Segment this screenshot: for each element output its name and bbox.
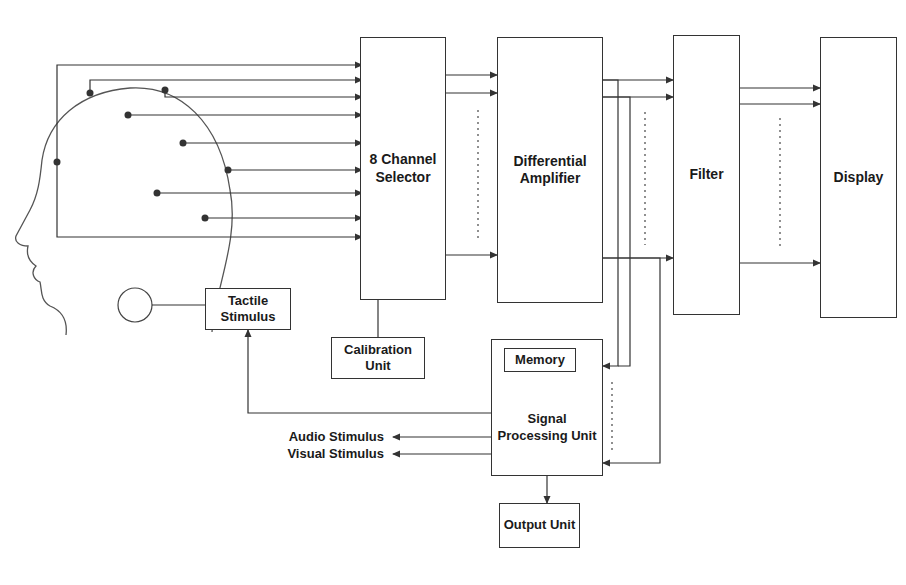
signal-connector (740, 88, 820, 263)
box-label: Calibration Unit (332, 342, 424, 375)
box-label: Tactile Stimulus (206, 293, 290, 326)
signal-connector (547, 476, 548, 503)
connector-line (740, 262, 820, 263)
output-box: Output Unit (499, 503, 580, 548)
connector-line (603, 97, 630, 366)
connector-line (546, 476, 547, 503)
connector-line (740, 87, 820, 88)
box-label: 8 Channel Selector (361, 151, 445, 186)
ear-contact (118, 288, 152, 322)
box-label: Filter (686, 166, 726, 184)
connector-line (248, 330, 491, 413)
box-label: Memory (512, 352, 568, 368)
selector-box: 8 Channel Selector (360, 37, 446, 300)
connector-line (446, 254, 497, 255)
stimulus-label: Audio Stimulus (287, 429, 386, 445)
connector-line (603, 80, 618, 366)
display-box: Display (820, 37, 897, 318)
connector-line (446, 74, 497, 75)
stimulus-box: Tactile Stimulus (205, 288, 291, 330)
electrode-dots (54, 87, 232, 222)
stimulus-label: Visual Stimulus (285, 446, 386, 462)
box-label: Differential Amplifier (498, 153, 602, 188)
box-label: Display (831, 169, 887, 187)
connector-line (740, 103, 820, 104)
filter-box: Filter (673, 35, 740, 315)
tactile-wire (152, 304, 208, 305)
signal-connector (378, 300, 379, 337)
connector-line (446, 92, 497, 93)
signal-connector (446, 75, 497, 255)
amplifier-box: Differential Amplifier (497, 37, 603, 303)
box-label: Signal Processing Unit (492, 411, 602, 444)
processing-box: Signal Processing Unit Memory (491, 339, 603, 476)
electrode-wires (57, 65, 362, 237)
signal-connector (603, 80, 673, 258)
stimulus-arrows (393, 437, 494, 454)
memory-box: Memory (504, 348, 576, 372)
connector-line (377, 300, 378, 337)
head-outline (16, 88, 233, 335)
signal-connector (603, 80, 660, 463)
signal-connector (248, 330, 491, 413)
calibration-box: Calibration Unit (331, 337, 425, 379)
box-label: Output Unit (501, 517, 578, 533)
connector-line (603, 258, 660, 463)
